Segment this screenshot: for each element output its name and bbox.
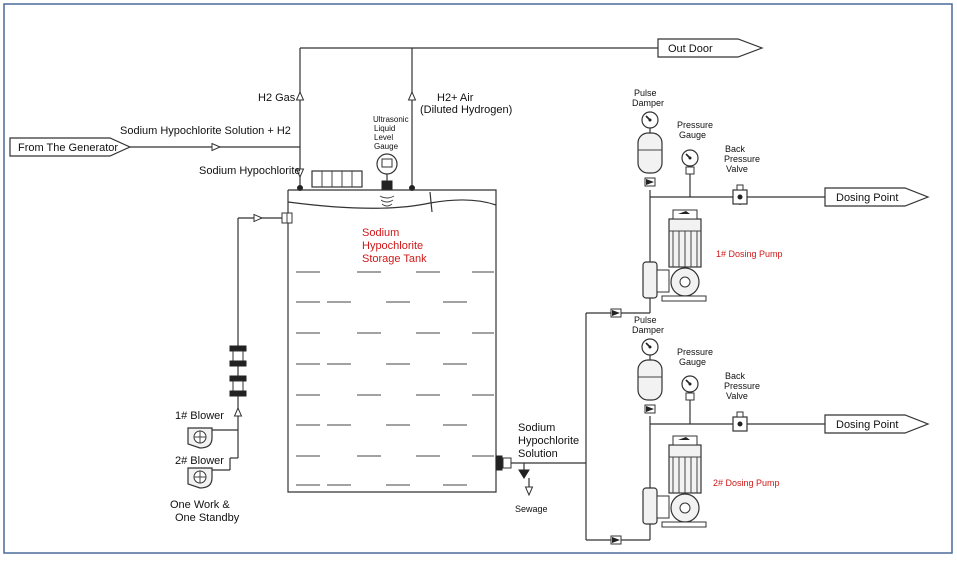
tank-label-1: Sodium (362, 227, 399, 239)
pulse-damper-1-label-a: Pulse (634, 88, 657, 98)
sewage-label: Sewage (515, 504, 548, 514)
h2-gas-label: H2 Gas (258, 92, 296, 104)
dosing-point-2: Dosing Point (824, 414, 930, 434)
back-pressure-2-label-a: Back (725, 371, 746, 381)
h2-air-label: H2+ Air (437, 92, 474, 104)
standby-label-1: One Work & (170, 499, 230, 511)
tank-label-2: Hypochlorite (362, 240, 423, 252)
tank-manhole (311, 170, 363, 188)
back-pressure-valve-2 (732, 411, 748, 432)
pulse-damper-1-label-b: Damper (632, 98, 664, 108)
vent-piping (296, 47, 658, 191)
outlet-label-3: Solution (518, 448, 558, 460)
air-inlet-valve (281, 212, 293, 224)
ultrasonic-label-4: Gauge (374, 142, 399, 151)
dosing-pump-1 (642, 209, 707, 302)
out-door-outlet: Out Door (657, 38, 764, 58)
pulse-damper-1 (637, 111, 663, 187)
outlet-label-2: Hypochlorite (518, 435, 579, 447)
pulse-damper-2 (637, 338, 663, 414)
pressure-gauge-1 (681, 149, 699, 175)
diagram-frame (3, 3, 953, 554)
back-pressure-1-label-c: Valve (726, 164, 748, 174)
tank-label-3: Storage Tank (362, 253, 427, 265)
standby-label-2: One Standby (175, 512, 240, 524)
liquid-level-lines (296, 271, 494, 486)
dosing-point-1: Dosing Point (824, 187, 930, 207)
ultrasonic-label-2: Liquid (374, 124, 395, 133)
blower-air-line: 1# Blower 2# Blower One Work & One Stand… (170, 212, 293, 524)
ultrasonic-label-1: Ultrasonic (373, 115, 409, 124)
from-generator-label: From The Generator (18, 142, 118, 154)
back-pressure-1-label-a: Back (725, 144, 746, 154)
ultrasonic-label-3: Level (374, 133, 393, 142)
dosing-pump-2-label: 2# Dosing Pump (713, 478, 780, 488)
dosing-pump-1-label: 1# Dosing Pump (716, 249, 783, 259)
blower-2 (187, 457, 238, 489)
back-pressure-1-label-b: Pressure (724, 154, 760, 164)
generator-inlet: From The Generator (9, 137, 304, 178)
air-flowmeter (229, 345, 247, 397)
pulse-damper-2-label-a: Pulse (634, 315, 657, 325)
diluted-hydrogen-label: (Diluted Hydrogen) (420, 104, 512, 116)
blower-2-label: 2# Blower (175, 455, 224, 467)
tank-outlet: Sewage Sodium Hypochlorite Solution (495, 422, 586, 514)
blower-1 (187, 427, 238, 449)
blower-1-label: 1# Blower (175, 410, 224, 422)
pressure-gauge-1-label-a: Pressure (677, 120, 713, 130)
back-pressure-2-label-b: Pressure (724, 381, 760, 391)
dosing-point-2-label: Dosing Point (836, 419, 898, 431)
outlet-label-1: Sodium (518, 422, 555, 434)
dosing-line-1: Dosing Point Pulse Damper Pressure Gauge… (632, 88, 930, 313)
dosing-line-2: Dosing Point Pulse Damper Pressure Gauge… (632, 315, 930, 540)
hypo-solution-h2-label: Sodium Hypochlorite Solution + H2 (120, 125, 291, 137)
back-pressure-2-label-c: Valve (726, 391, 748, 401)
out-door-label: Out Door (668, 43, 713, 55)
dosing-pump-2 (642, 435, 707, 528)
pressure-gauge-2-label-b: Gauge (679, 357, 706, 367)
pressure-gauge-2-label-a: Pressure (677, 347, 713, 357)
pulse-damper-2-label-b: Damper (632, 325, 664, 335)
back-pressure-valve-1 (732, 184, 748, 205)
pressure-gauge-1-label-b: Gauge (679, 130, 706, 140)
pump-suction-manifold (585, 308, 650, 545)
dosing-point-1-label: Dosing Point (836, 192, 898, 204)
ultrasonic-level-gauge: Ultrasonic Liquid Level Gauge (373, 115, 409, 207)
pressure-gauge-2 (681, 375, 699, 401)
sodium-hypochlorite-label: Sodium Hypochlorite (199, 165, 301, 177)
storage-tank: Sodium Hypochlorite Storage Tank (287, 170, 497, 493)
